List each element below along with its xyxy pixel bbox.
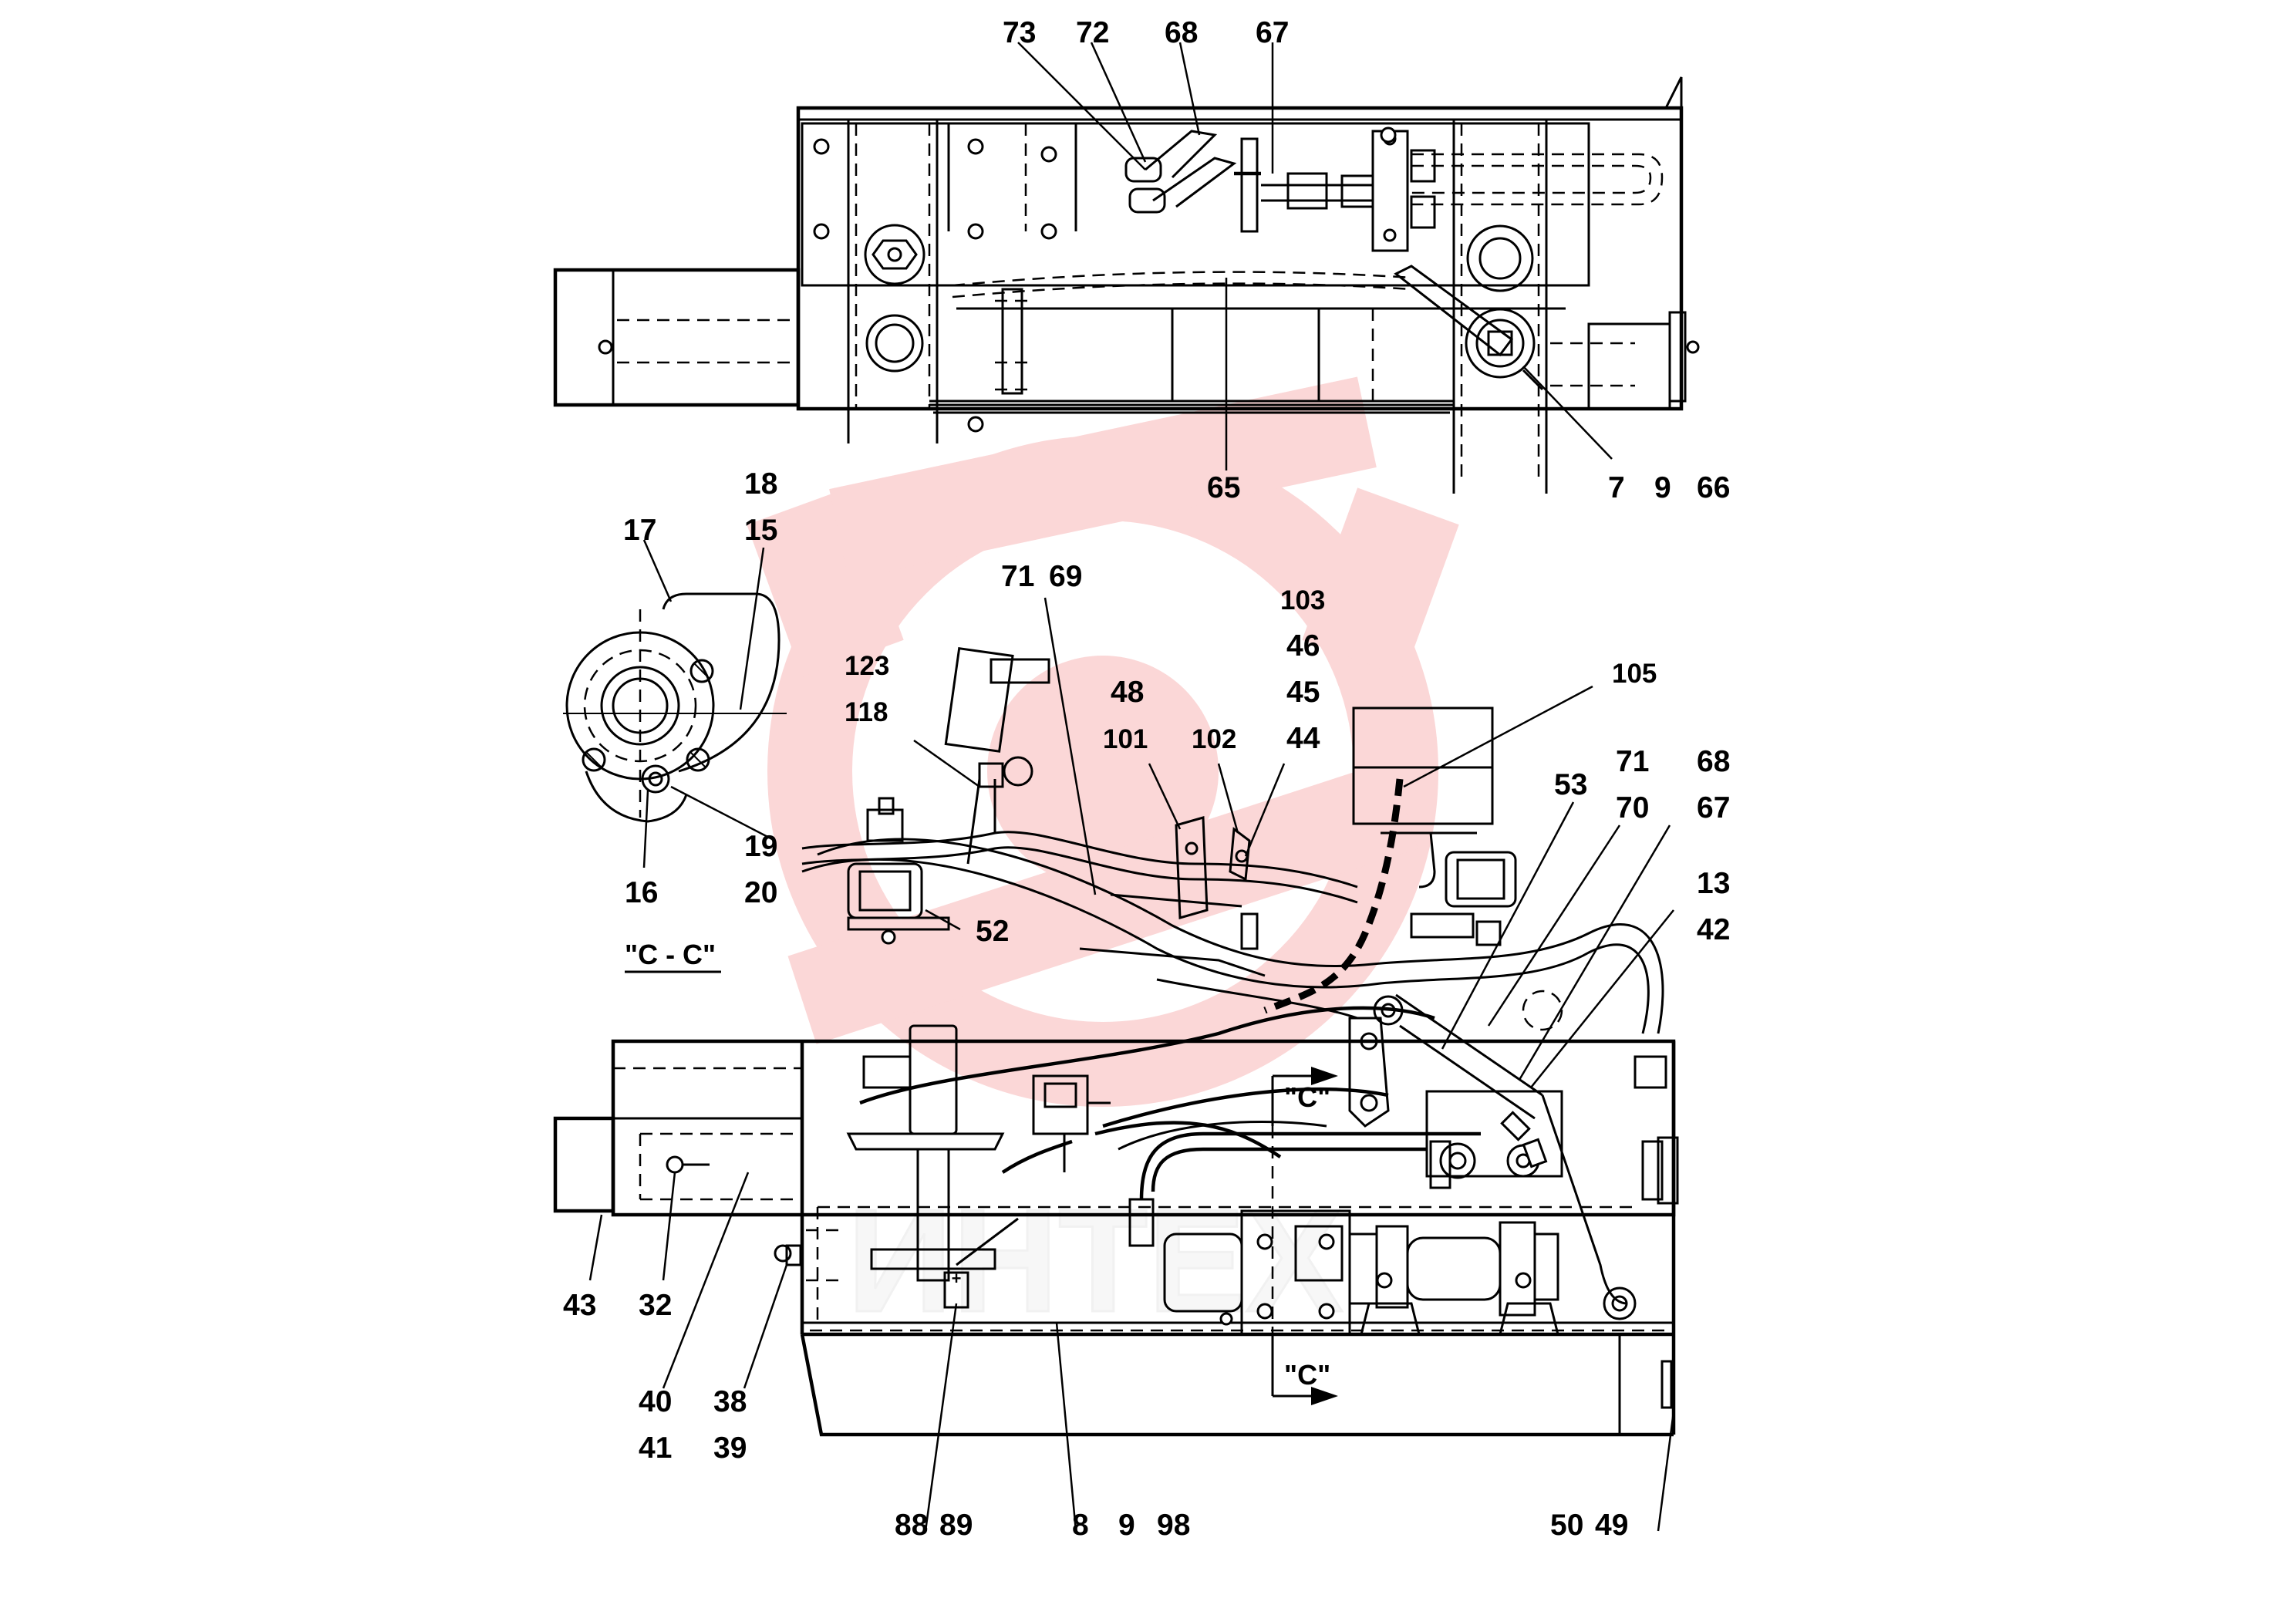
callout-13: 13 [1697, 867, 1730, 900]
callout-46: 46 [1286, 629, 1320, 663]
callout-9: 9 [1654, 471, 1671, 504]
callout-17: 17 [623, 514, 656, 547]
callout-40: 40 [639, 1385, 672, 1418]
callout-48: 48 [1111, 676, 1144, 709]
callout-44: 44 [1286, 722, 1320, 755]
watermark-text: ИНТЕХ [847, 1179, 1343, 1343]
callout-42: 42 [1697, 913, 1730, 946]
section-mark-top: "C" [1284, 1081, 1330, 1113]
callout-39: 39 [713, 1431, 747, 1465]
callout-38: 38 [713, 1385, 747, 1418]
side-view: + [553, 647, 1679, 1437]
callout-65: 65 [1207, 471, 1240, 504]
svg-text:+: + [952, 1269, 962, 1288]
callout-50: 50 [1550, 1509, 1583, 1542]
callout-20: 20 [744, 876, 777, 909]
top-view [553, 76, 1700, 494]
callout-45: 45 [1286, 676, 1320, 709]
callout-15: 15 [744, 514, 777, 547]
side-view-leaders [588, 597, 1675, 1532]
callout-88: 88 [895, 1509, 928, 1542]
callout-102: 102 [1192, 724, 1236, 754]
callout-68: 68 [1165, 16, 1198, 49]
section-c-c-view [563, 539, 787, 973]
callout-69: 69 [1049, 560, 1082, 593]
callout-73: 73 [1003, 16, 1036, 49]
callout-71: 71 [1001, 560, 1034, 593]
callout-18: 18 [744, 467, 777, 501]
callout-70: 70 [1616, 791, 1649, 824]
callout-32: 32 [639, 1289, 672, 1322]
callout-49: 49 [1595, 1509, 1628, 1542]
callout-101: 101 [1103, 724, 1148, 754]
callout-52: 52 [976, 915, 1009, 948]
callout-8: 8 [1072, 1509, 1089, 1542]
callout-68b: 68 [1697, 745, 1730, 778]
section-title: "C - C" [625, 939, 716, 970]
callout-53: 53 [1554, 768, 1587, 801]
callout-89: 89 [939, 1509, 973, 1542]
callout-98: 98 [1157, 1509, 1190, 1542]
callout-labels: 73 72 68 67 65 7 9 66 18 17 15 19 16 20 … [563, 16, 1730, 1542]
section-mark-bottom: "C" [1284, 1359, 1330, 1391]
callout-103: 103 [1280, 585, 1325, 615]
callout-43: 43 [563, 1289, 596, 1322]
callout-66: 66 [1697, 471, 1730, 504]
callout-105: 105 [1612, 659, 1657, 689]
callout-9b: 9 [1118, 1509, 1135, 1542]
callout-16: 16 [625, 876, 658, 909]
top-view-leaders [1017, 42, 1613, 470]
callout-123: 123 [845, 651, 889, 681]
callout-67: 67 [1256, 16, 1289, 49]
callout-7: 7 [1608, 471, 1625, 504]
callout-72: 72 [1076, 16, 1109, 49]
callout-71b: 71 [1616, 745, 1649, 778]
callout-67b: 67 [1697, 791, 1730, 824]
callout-19: 19 [744, 830, 777, 863]
callout-41: 41 [639, 1431, 672, 1465]
callout-118: 118 [845, 697, 888, 727]
